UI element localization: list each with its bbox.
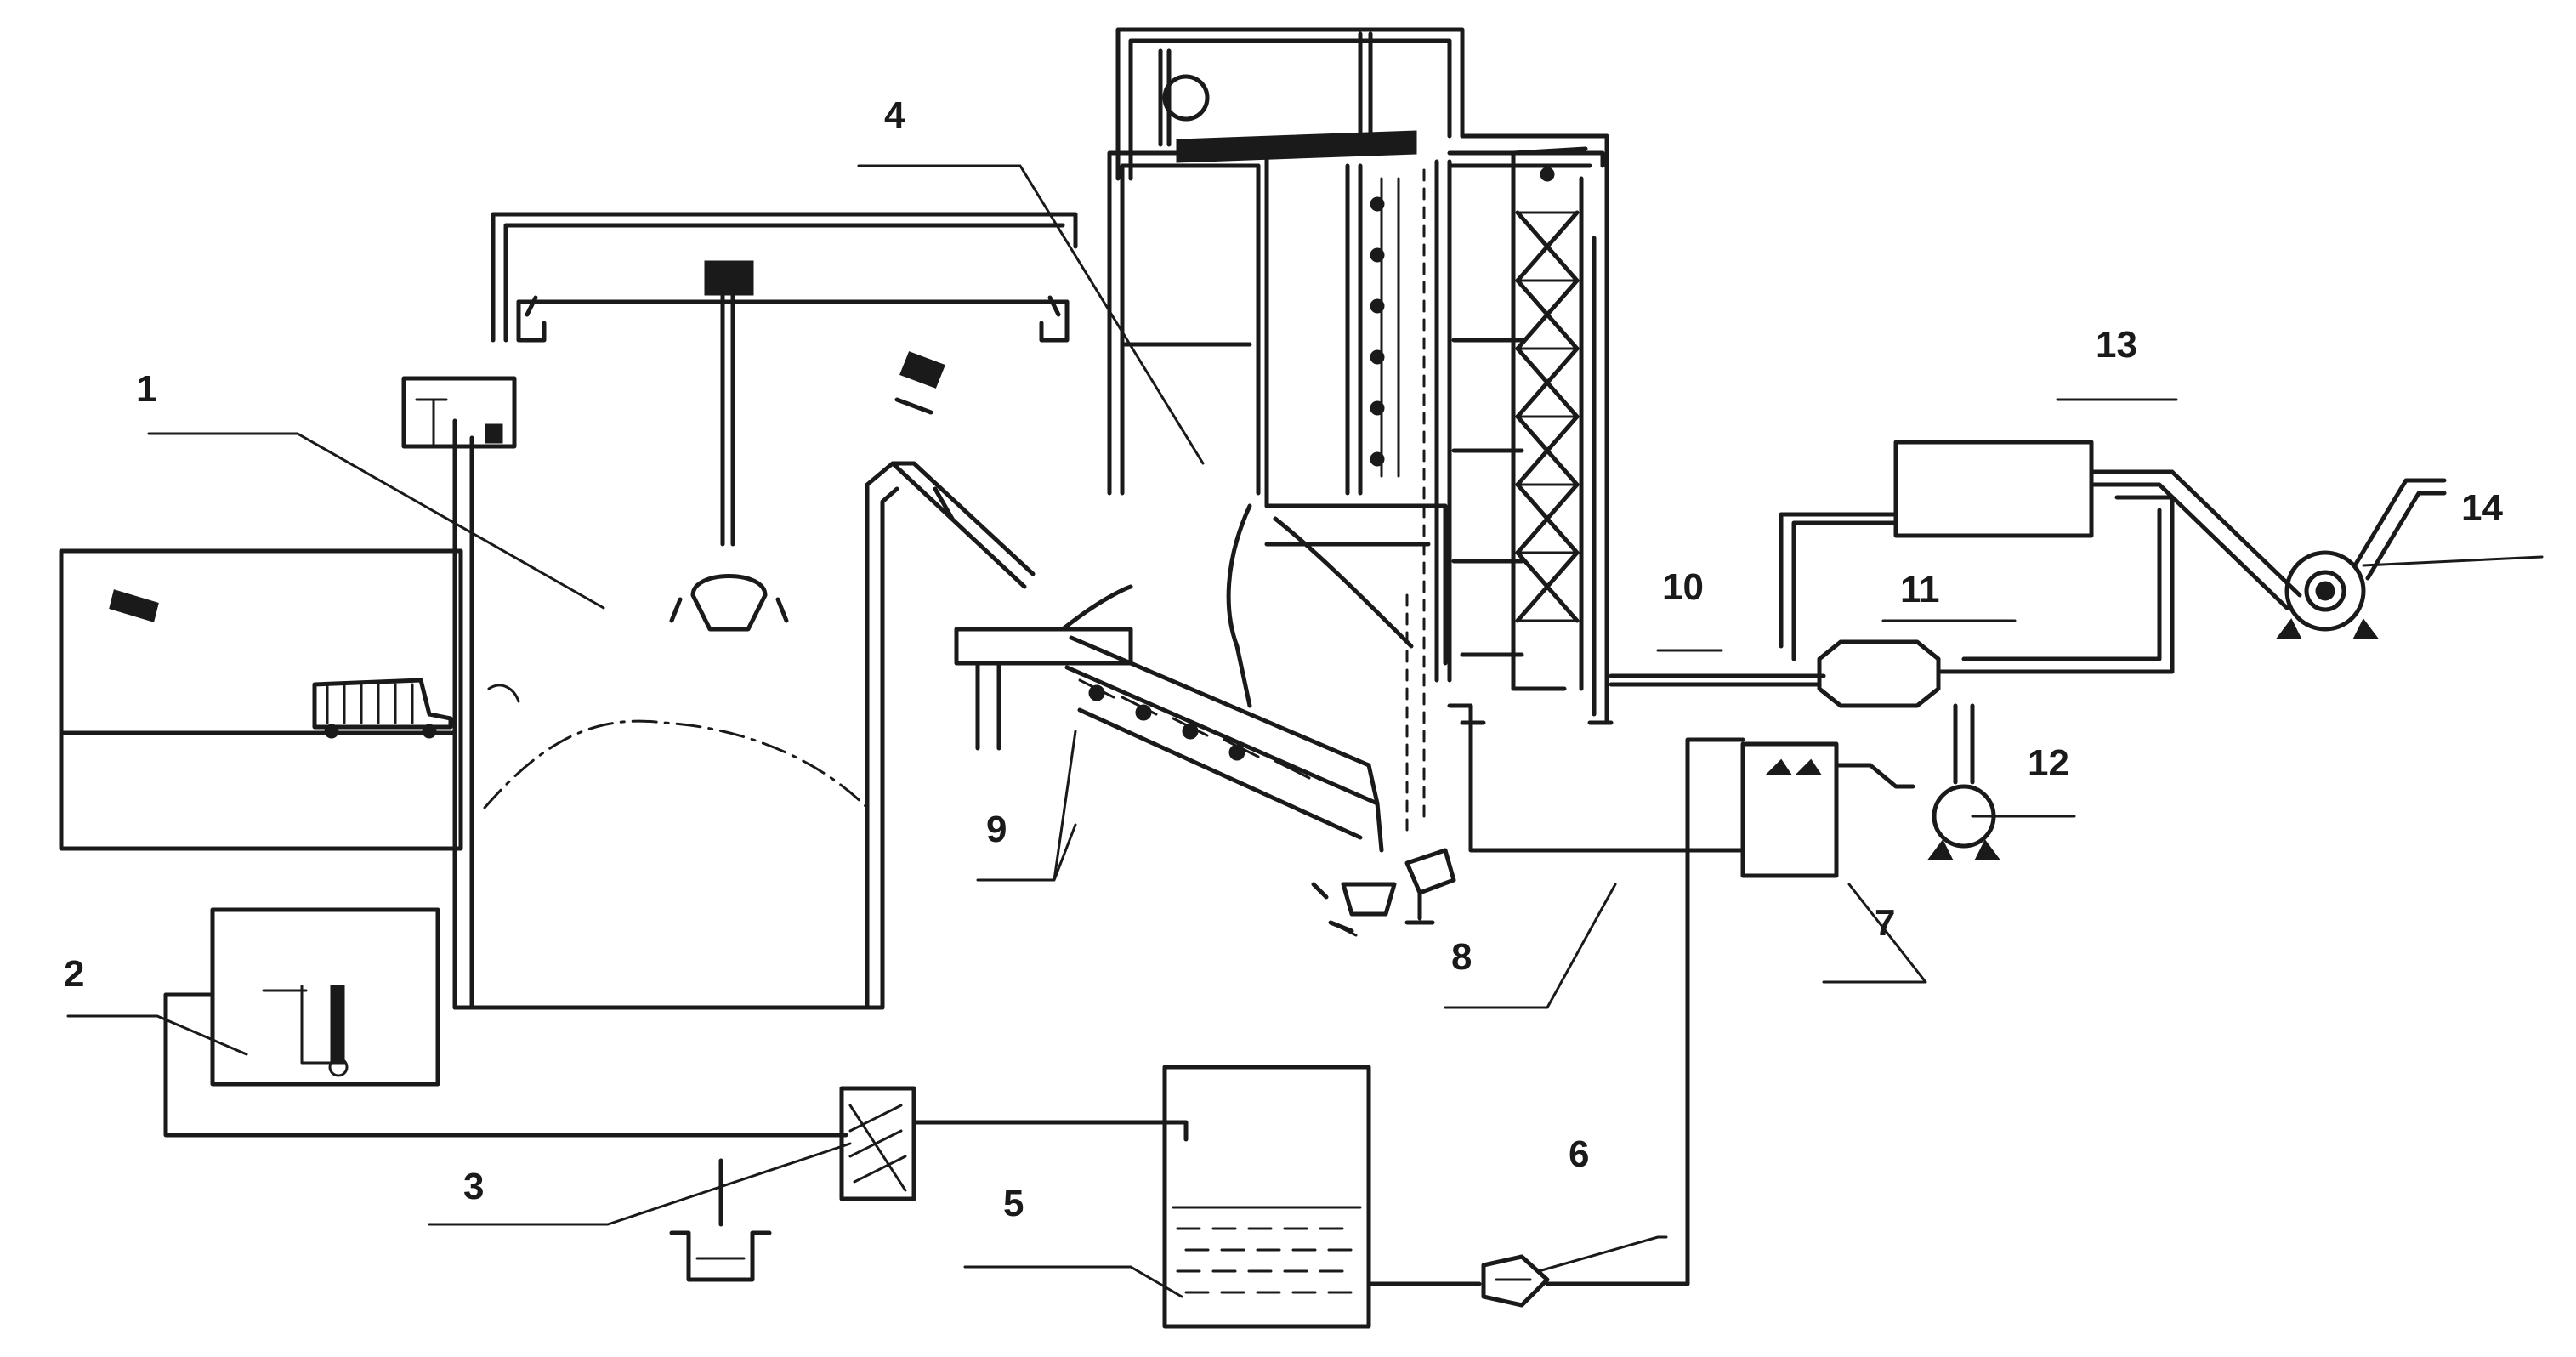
reactor-13: [1893, 440, 2302, 610]
spray-unit-7: [1740, 741, 1915, 878]
fan-14: [2276, 478, 2447, 639]
label-10: 10: [1662, 566, 1704, 608]
grate-feeder: [954, 584, 1745, 937]
label-8: 8: [1451, 936, 1472, 978]
label-2: 2: [64, 953, 84, 995]
flue-gas-line: [1587, 673, 1826, 725]
hopper-feed-items: [890, 351, 1036, 589]
leader-lines: [66, 164, 2544, 1298]
label-9: 9: [986, 809, 1007, 850]
number-labels: 1 2 3 4 5 6 7 8 9 10 11 12 13 14: [64, 94, 2503, 1224]
storage-tank: [1162, 1065, 1482, 1329]
label-5: 5: [1003, 1183, 1024, 1224]
label-3: 3: [463, 1166, 484, 1207]
label-12: 12: [2028, 742, 2069, 784]
fan-12: [1927, 784, 2000, 860]
label-13: 13: [2096, 324, 2137, 366]
bag-filter-11: [1779, 495, 2175, 785]
pump-6: [1481, 737, 1745, 1308]
waste-bunker-hall: [59, 212, 1078, 1010]
label-11: 11: [1900, 569, 1940, 610]
boiler-incinerator: [1107, 27, 1609, 835]
label-4: 4: [884, 94, 905, 136]
label-6: 6: [1569, 1133, 1589, 1175]
label-14: 14: [2461, 487, 2503, 529]
filter-tank: [669, 1086, 1189, 1282]
label-7: 7: [1875, 902, 1895, 944]
superheater-tubes: [1370, 177, 1400, 478]
economizer-tower: [1511, 146, 1609, 725]
leachate-tank: [163, 907, 848, 1138]
label-1: 1: [136, 368, 156, 410]
